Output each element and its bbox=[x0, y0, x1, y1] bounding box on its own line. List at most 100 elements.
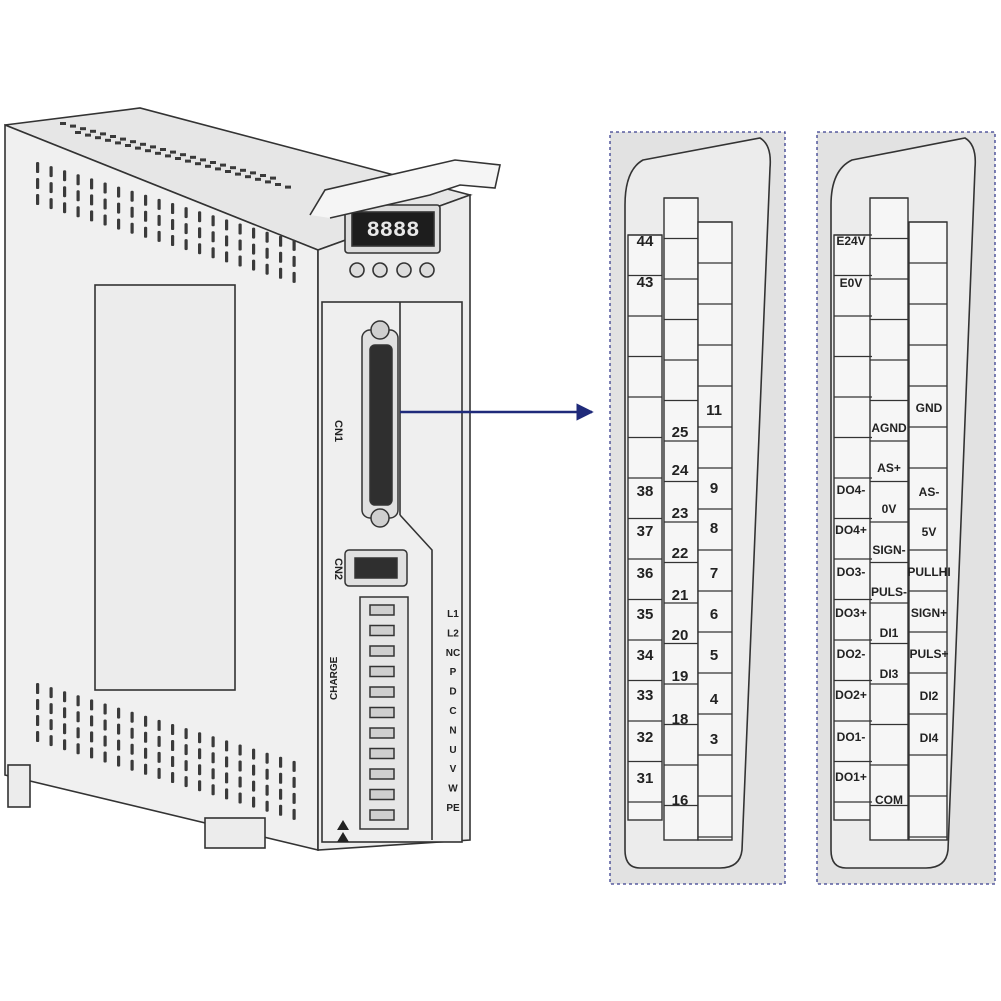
pin-number: 31 bbox=[637, 770, 654, 787]
terminal-slot bbox=[369, 706, 395, 719]
signal-name: GND bbox=[916, 401, 943, 415]
vent-slot bbox=[285, 185, 291, 189]
vent-slot bbox=[252, 796, 256, 808]
terminal-label: C bbox=[449, 706, 456, 717]
vent-slot bbox=[184, 223, 188, 235]
vent-slot bbox=[252, 748, 256, 760]
vent-slot bbox=[49, 182, 53, 194]
terminal-slot bbox=[369, 645, 395, 657]
signal-name: 5V bbox=[922, 525, 937, 539]
vent-slot bbox=[245, 175, 251, 179]
vent-slot bbox=[279, 267, 283, 279]
pin-number: 32 bbox=[637, 729, 654, 746]
signal-name: AS- bbox=[919, 485, 940, 499]
vent-slot bbox=[211, 247, 215, 259]
vent-slot bbox=[185, 159, 191, 163]
vent-slot bbox=[103, 198, 107, 210]
pin-number: 23 bbox=[672, 505, 689, 522]
vent-slot bbox=[95, 136, 101, 140]
terminal-label: U bbox=[449, 745, 456, 756]
vent-slot bbox=[76, 190, 80, 202]
vent-slot bbox=[157, 767, 161, 779]
signal-name: DI4 bbox=[920, 731, 939, 745]
vent-slot bbox=[103, 182, 107, 194]
pin-number: 16 bbox=[672, 792, 689, 809]
vent-slot bbox=[90, 129, 96, 133]
vent-slot bbox=[260, 174, 266, 177]
vent-slot bbox=[125, 144, 131, 147]
pin-number-panel: 4443383736353433323125242322212019181611… bbox=[609, 131, 786, 885]
signal-name: 0V bbox=[882, 502, 897, 516]
vent-slot bbox=[103, 735, 107, 747]
vent-slot bbox=[184, 760, 188, 772]
pin-number: 37 bbox=[637, 523, 654, 540]
vent-slot bbox=[270, 176, 276, 180]
vent-slot bbox=[76, 206, 80, 218]
vent-slot bbox=[90, 747, 94, 759]
vent-slot bbox=[211, 752, 215, 764]
vent-slot bbox=[190, 155, 196, 159]
pin-number: 34 bbox=[637, 647, 654, 664]
vent-slot bbox=[157, 719, 161, 731]
vent-slot bbox=[49, 719, 53, 731]
vent-slot bbox=[252, 780, 256, 792]
vent-slot bbox=[198, 764, 202, 776]
vent-slot bbox=[144, 194, 148, 206]
vent-slot bbox=[85, 133, 91, 137]
vent-slot bbox=[184, 728, 188, 740]
pin-number: 24 bbox=[672, 462, 689, 479]
terminal-label: NC bbox=[446, 648, 460, 659]
vent-slot bbox=[198, 780, 202, 792]
vent-slot bbox=[198, 243, 202, 255]
vent-slot bbox=[292, 239, 296, 251]
vent-slot bbox=[238, 239, 242, 251]
vent-slot bbox=[103, 703, 107, 715]
signal-name: COM bbox=[875, 793, 903, 807]
cn2-connector bbox=[344, 549, 408, 587]
vent-slot bbox=[238, 223, 242, 235]
terminal-slot bbox=[369, 727, 395, 739]
vent-slot bbox=[117, 186, 121, 198]
vent-slot bbox=[117, 202, 121, 214]
vent-slot bbox=[198, 748, 202, 760]
vent-slot bbox=[76, 174, 80, 186]
pin-number: 11 bbox=[706, 402, 722, 419]
terminal-label: D bbox=[449, 687, 456, 698]
vent-slot bbox=[160, 148, 166, 151]
vent-slot bbox=[238, 744, 242, 756]
vent-slot bbox=[225, 788, 229, 800]
vent-slot bbox=[252, 243, 256, 255]
vent-slot bbox=[49, 198, 53, 210]
vent-slot bbox=[279, 804, 283, 816]
signal-name: DO4- bbox=[837, 483, 866, 497]
vent-slot bbox=[170, 150, 176, 154]
keypad-button bbox=[396, 262, 412, 278]
terminal-slot bbox=[369, 604, 395, 616]
vent-slot bbox=[110, 135, 116, 138]
vent-slot bbox=[252, 764, 256, 776]
keypad-button bbox=[372, 262, 388, 278]
vent-slot bbox=[265, 263, 269, 275]
pin-number: 8 bbox=[710, 520, 718, 537]
vent-slot bbox=[130, 190, 134, 202]
vent-slot bbox=[292, 776, 296, 788]
vent-slot bbox=[238, 776, 242, 788]
vent-slot bbox=[157, 735, 161, 747]
signal-name: PULS- bbox=[871, 585, 907, 599]
signal-name: DI2 bbox=[920, 689, 939, 703]
vent-slot bbox=[117, 739, 121, 751]
vent-slot bbox=[252, 227, 256, 239]
vent-slot bbox=[279, 251, 283, 263]
vent-slot bbox=[184, 744, 188, 756]
vent-slot bbox=[292, 255, 296, 267]
power-terminal-block bbox=[359, 596, 409, 830]
vent-slot bbox=[130, 743, 134, 755]
pin-number: 6 bbox=[710, 606, 718, 623]
pin-number: 5 bbox=[710, 647, 718, 664]
keypad-button bbox=[419, 262, 435, 278]
vent-slot bbox=[265, 180, 271, 184]
signal-name: PULS+ bbox=[909, 647, 948, 661]
vent-slot bbox=[171, 740, 175, 751]
